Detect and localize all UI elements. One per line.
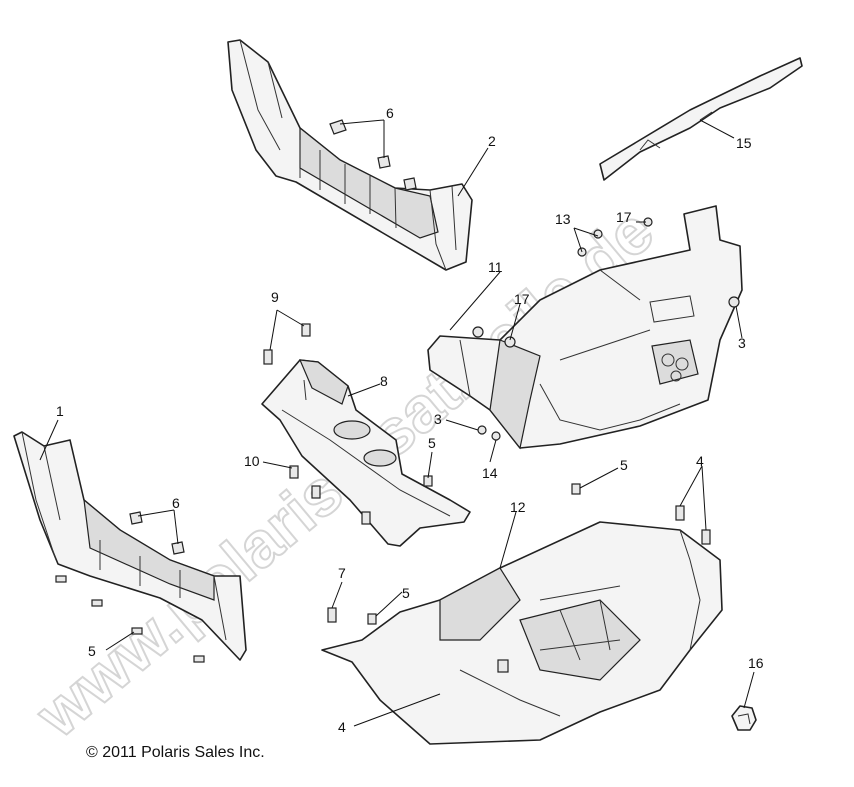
callout-11: 11 [488, 259, 503, 275]
part-11-bulkhead-panel [427, 205, 743, 450]
callout-4-bottom: 4 [338, 719, 346, 735]
part-2-rocker-panel-upper [227, 39, 473, 271]
callout-7: 7 [338, 565, 346, 581]
part-8-center-console [261, 359, 471, 547]
callout-14: 14 [482, 465, 498, 481]
callout-6-lower: 6 [172, 495, 180, 511]
copyright-notice: © 2011 Polaris Sales Inc. [86, 744, 265, 761]
callout-12: 12 [510, 499, 526, 515]
fasteners [55, 119, 740, 673]
part-16-grommet [731, 705, 757, 731]
callout-3-right: 3 [738, 335, 746, 351]
callout-15: 15 [736, 135, 752, 151]
callout-5-right: 5 [620, 457, 628, 473]
part-15-trim-strip [599, 57, 803, 181]
callout-1: 1 [56, 403, 64, 419]
callout-2: 2 [488, 133, 496, 149]
callout-5-console: 5 [428, 435, 436, 451]
callout-17-upper: 17 [616, 209, 632, 225]
callout-labels: 1 2 6 6 9 8 10 5 11 13 17 17 3 3 14 15 1… [56, 105, 764, 735]
part-12-floor-tub [321, 521, 723, 745]
callout-17-lower: 17 [514, 291, 530, 307]
callout-4-right: 4 [696, 453, 704, 469]
callout-9: 9 [271, 289, 279, 305]
callout-5-tub: 5 [402, 585, 410, 601]
leader-lines [39, 119, 755, 727]
callout-3-center: 3 [434, 411, 442, 427]
callout-8: 8 [380, 373, 388, 389]
callout-16: 16 [748, 655, 764, 671]
callout-5-left: 5 [88, 643, 96, 659]
part-1-rocker-panel-lower [13, 431, 247, 661]
callout-10: 10 [244, 453, 260, 469]
callout-6-upper: 6 [386, 105, 394, 121]
callout-13: 13 [555, 211, 571, 227]
